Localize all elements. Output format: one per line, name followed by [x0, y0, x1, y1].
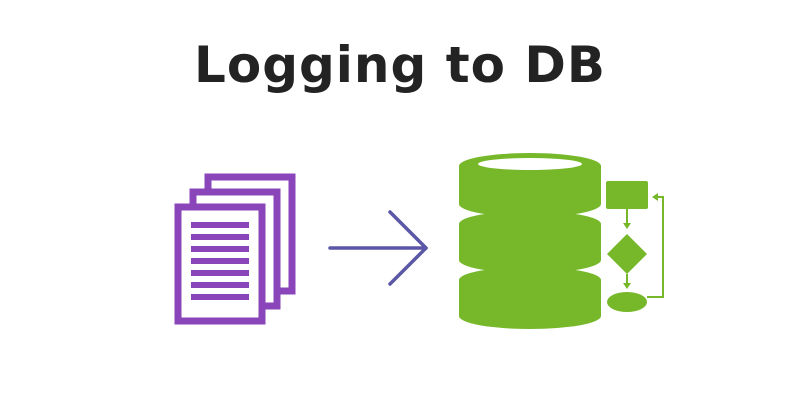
flow-process-box	[606, 181, 648, 209]
flowchart-icon	[606, 181, 664, 312]
right-arrow-icon	[328, 210, 428, 286]
diagram-title: Logging to DB	[194, 36, 606, 94]
flow-terminator	[607, 292, 647, 312]
flow-decision-diamond	[607, 234, 647, 274]
document-lines	[191, 222, 249, 300]
stacked-documents-icon	[174, 173, 296, 325]
database-cylinder-icon	[459, 153, 601, 329]
